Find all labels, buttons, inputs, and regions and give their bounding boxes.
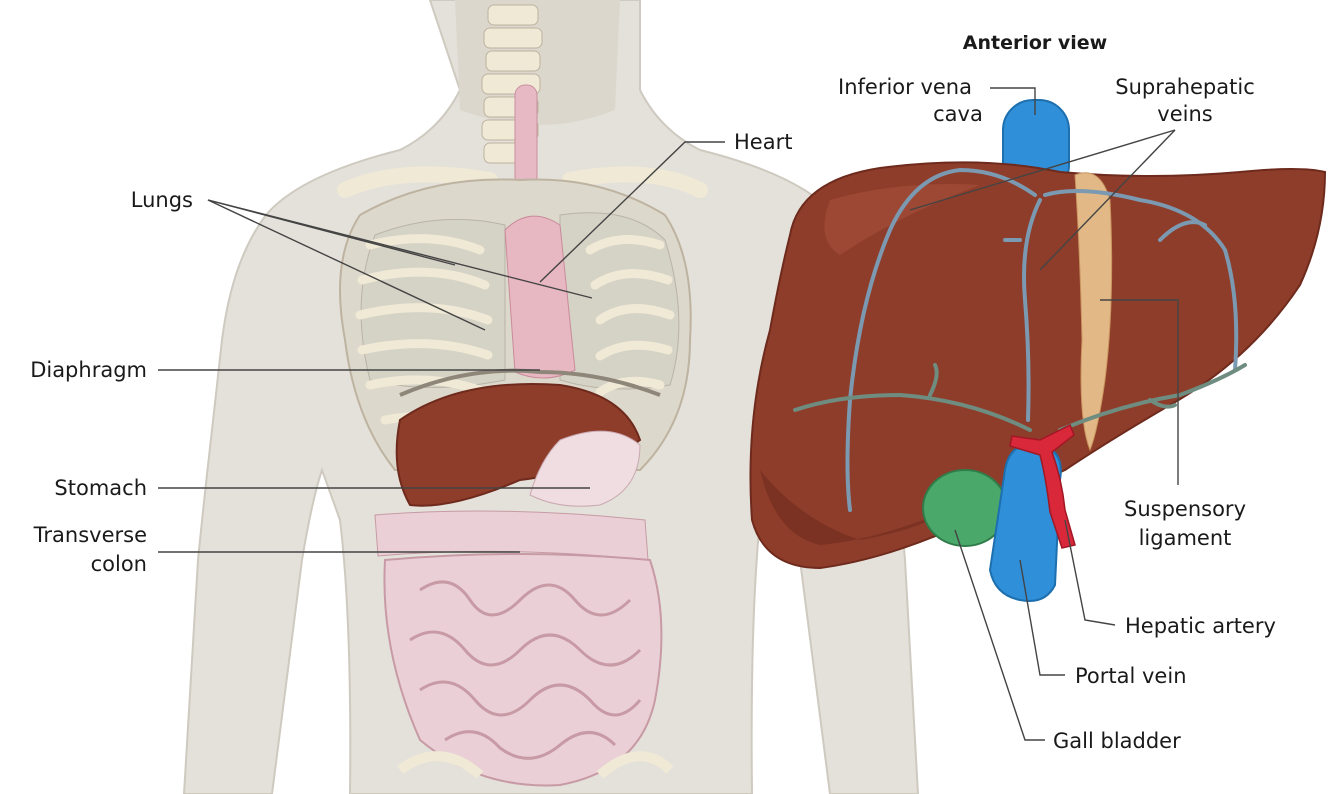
label-diaphragm: Diaphragm <box>30 358 147 382</box>
label-suspensory-line2: ligament <box>1139 526 1232 550</box>
label-hepatic-artery: Hepatic artery <box>1125 614 1276 638</box>
label-transverse-colon-line2: colon <box>91 552 147 576</box>
label-ivc-line1: Inferior vena <box>838 75 972 99</box>
label-heart: Heart <box>734 130 792 154</box>
label-suprahepatic-line2: veins <box>1157 102 1212 126</box>
label-stomach: Stomach <box>54 476 147 500</box>
label-gall-bladder: Gall bladder <box>1053 729 1181 753</box>
label-suspensory-line1: Suspensory <box>1124 497 1246 521</box>
label-lungs: Lungs <box>131 188 193 212</box>
label-suprahepatic-line1: Suprahepatic <box>1115 75 1255 99</box>
liver-title: Anterior view <box>963 32 1107 54</box>
label-ivc-line2: cava <box>933 102 983 126</box>
label-portal-vein: Portal vein <box>1075 664 1187 688</box>
label-transverse-colon-line1: Transverse <box>33 523 147 547</box>
